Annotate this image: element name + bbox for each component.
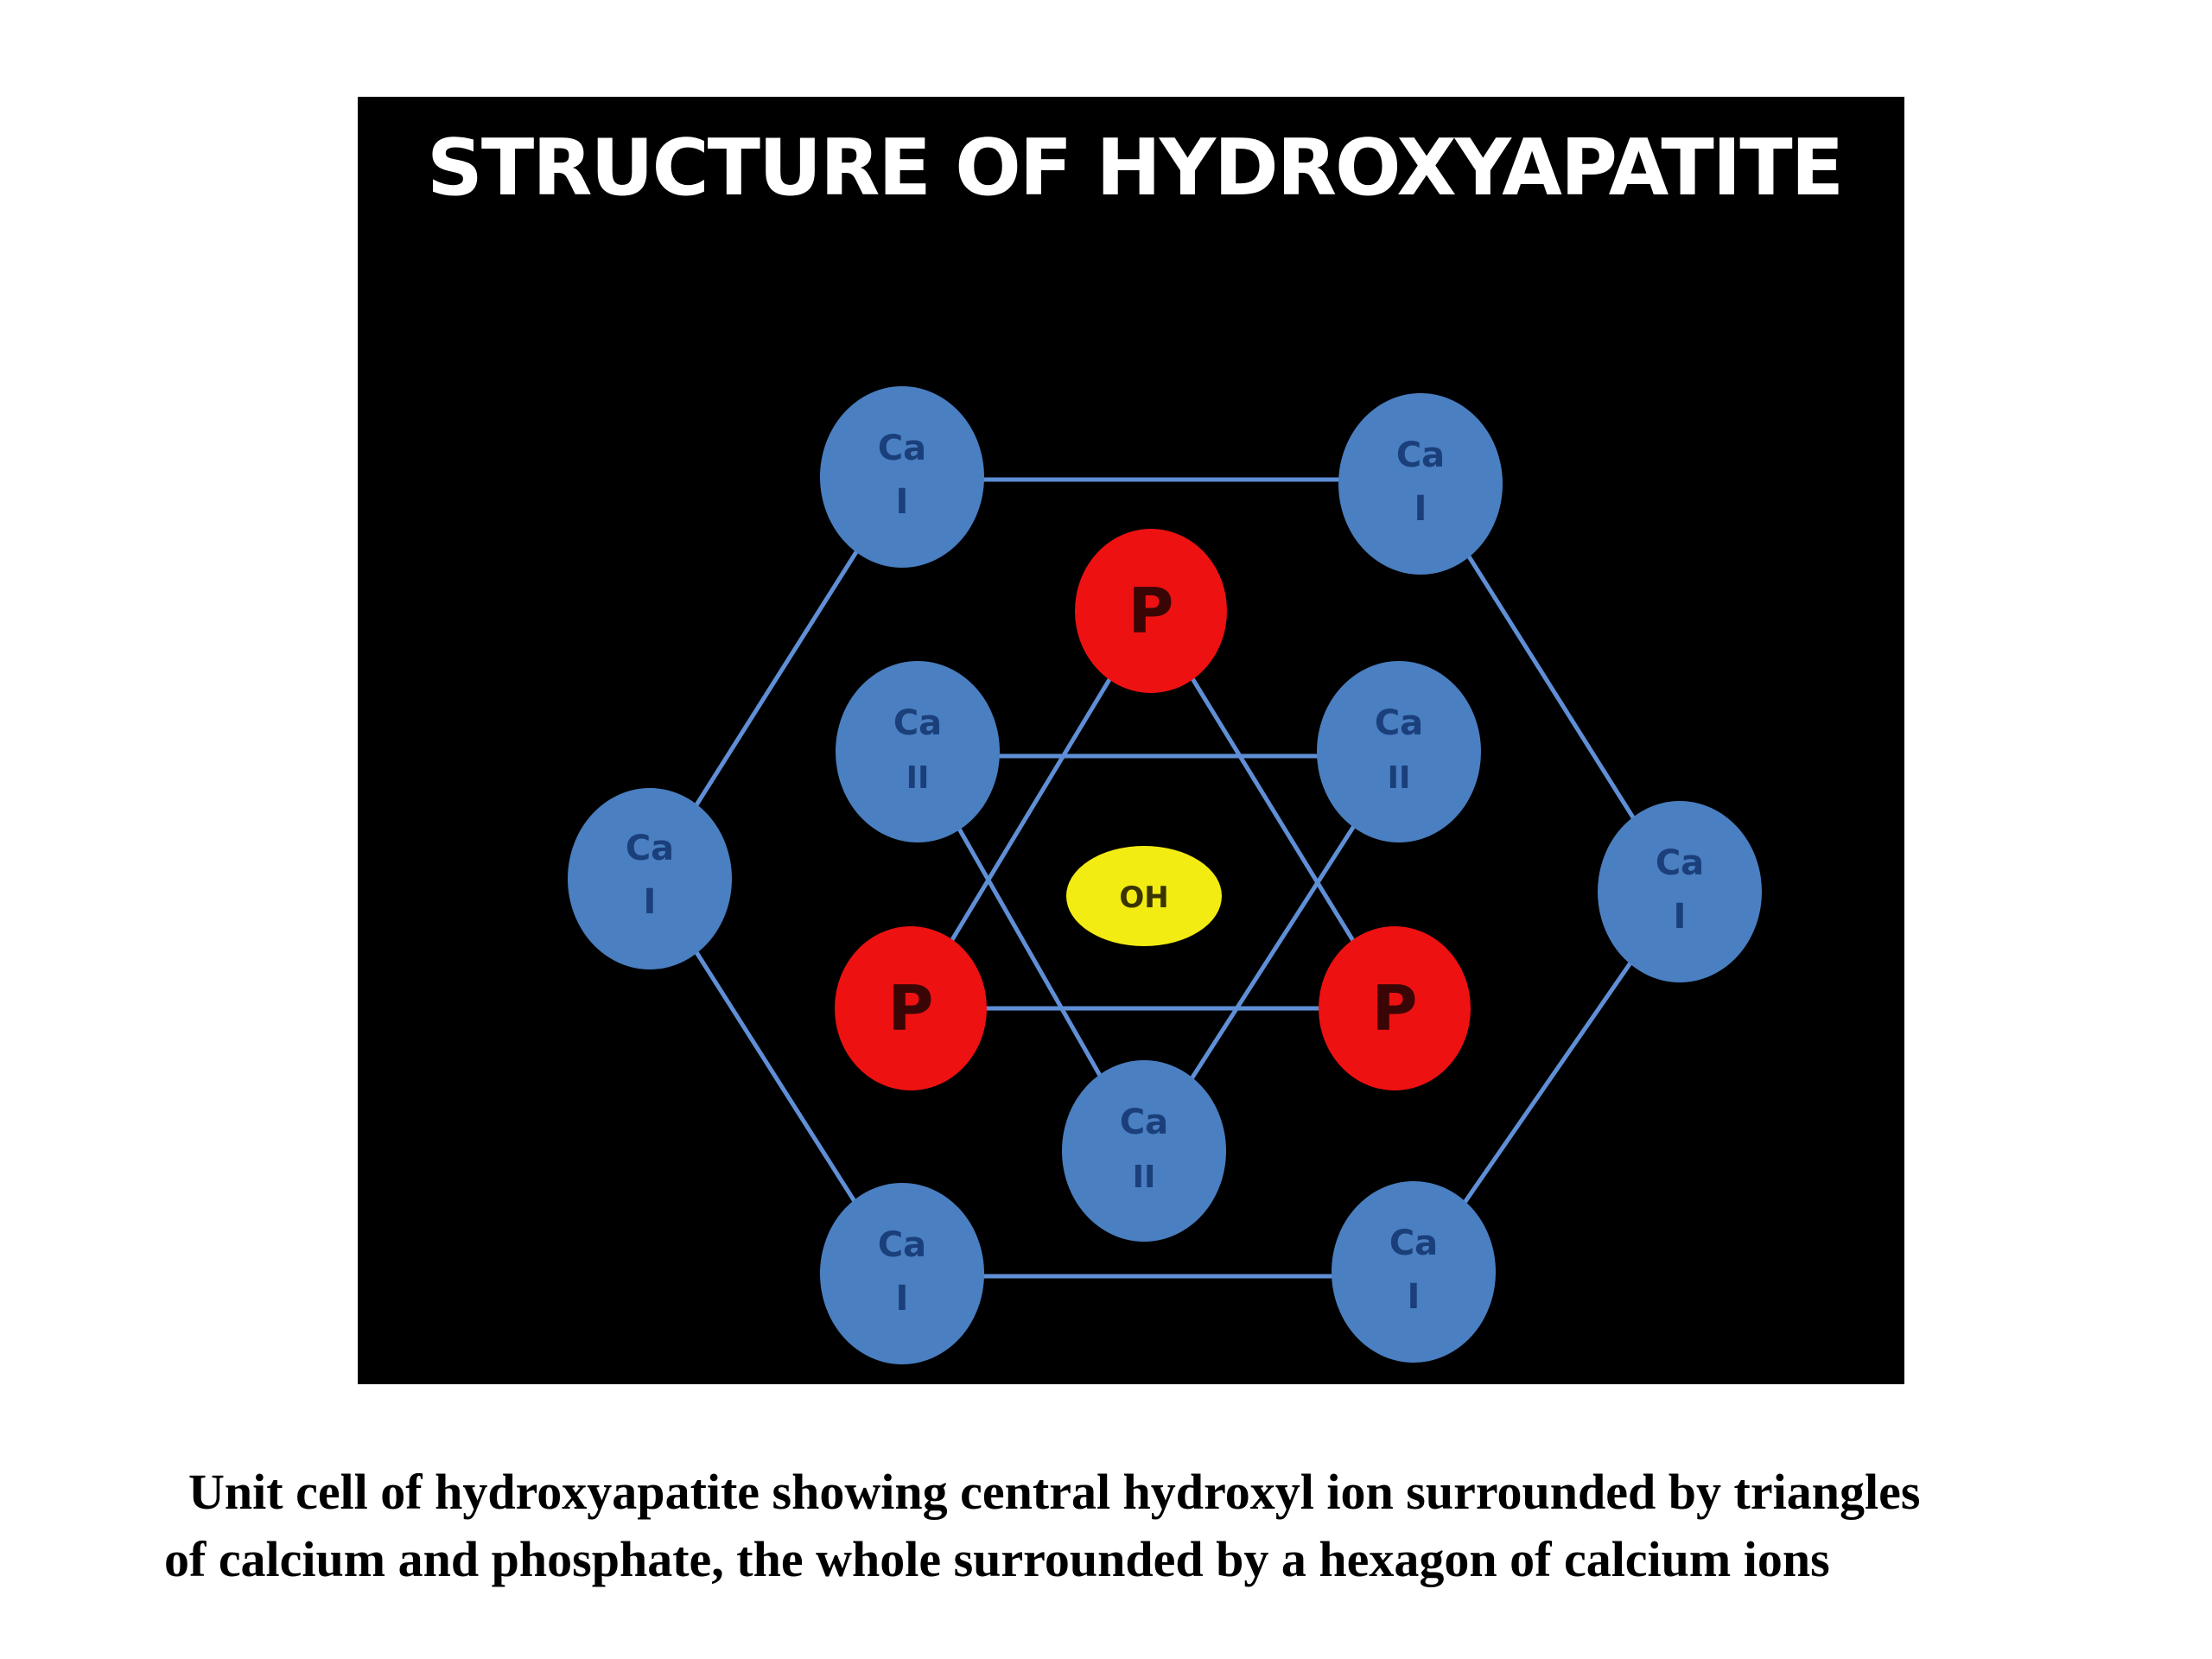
atom-symbol: Ca	[1375, 703, 1423, 743]
atom-symbol: P	[888, 972, 934, 1045]
atom-site: I	[1674, 897, 1687, 937]
atom-p-top: P	[1075, 529, 1227, 693]
atom-symbol: Ca	[1656, 843, 1704, 883]
atom-ca1-bottom-right: Ca I	[1332, 1181, 1496, 1363]
atom-ca1-top-right: Ca I	[1338, 393, 1503, 575]
atom-site: II	[906, 760, 930, 796]
atom-oh-center: OH	[1066, 846, 1222, 946]
figure-caption: Unit cell of hydroxyapatite showing cent…	[164, 1459, 2152, 1593]
atom-site: II	[1133, 1160, 1156, 1195]
atom-site: I	[896, 482, 909, 522]
atom-symbol: Ca	[1120, 1103, 1168, 1142]
atom-symbol: Ca	[878, 1225, 926, 1265]
atom-symbol: Ca	[626, 829, 674, 868]
hydroxyapatite-diagram: Ca I Ca I Ca I Ca I Ca I	[358, 97, 1904, 1384]
atom-symbol: Ca	[1389, 1224, 1438, 1263]
atom-ca2-bottom: Ca II	[1062, 1060, 1226, 1242]
atom-symbol: OH	[1119, 880, 1168, 915]
atom-ca1-left: Ca I	[568, 788, 732, 969]
atom-site: I	[896, 1279, 909, 1319]
caption-line-2: of calcium and phosphate, the whole surr…	[164, 1531, 1830, 1587]
atom-ca1-bottom-left: Ca I	[820, 1183, 984, 1364]
atom-ca2-upper-right: Ca II	[1317, 661, 1481, 842]
atom-ca2-upper-left: Ca II	[836, 661, 1000, 842]
atom-ca1-right: Ca I	[1598, 801, 1762, 982]
atom-site: I	[1414, 489, 1427, 529]
diagram-title: STRUCTURE OF HYDROXYAPATITE	[427, 123, 1844, 213]
atom-site: I	[1408, 1277, 1421, 1317]
atom-p-left: P	[835, 926, 987, 1090]
atom-symbol: P	[1128, 575, 1174, 647]
atom-symbol: Ca	[878, 429, 926, 468]
atom-site: II	[1388, 760, 1411, 796]
atom-site: I	[644, 882, 657, 922]
atom-ca1-top-left: Ca I	[820, 386, 984, 568]
caption-line-1: Unit cell of hydroxyapatite showing cent…	[188, 1464, 1921, 1520]
atom-symbol: Ca	[1396, 435, 1445, 475]
diagram-canvas: Ca I Ca I Ca I Ca I Ca I	[568, 386, 1762, 1364]
atom-symbol: Ca	[893, 703, 942, 743]
atom-p-right: P	[1319, 926, 1471, 1090]
atom-symbol: P	[1372, 972, 1418, 1045]
